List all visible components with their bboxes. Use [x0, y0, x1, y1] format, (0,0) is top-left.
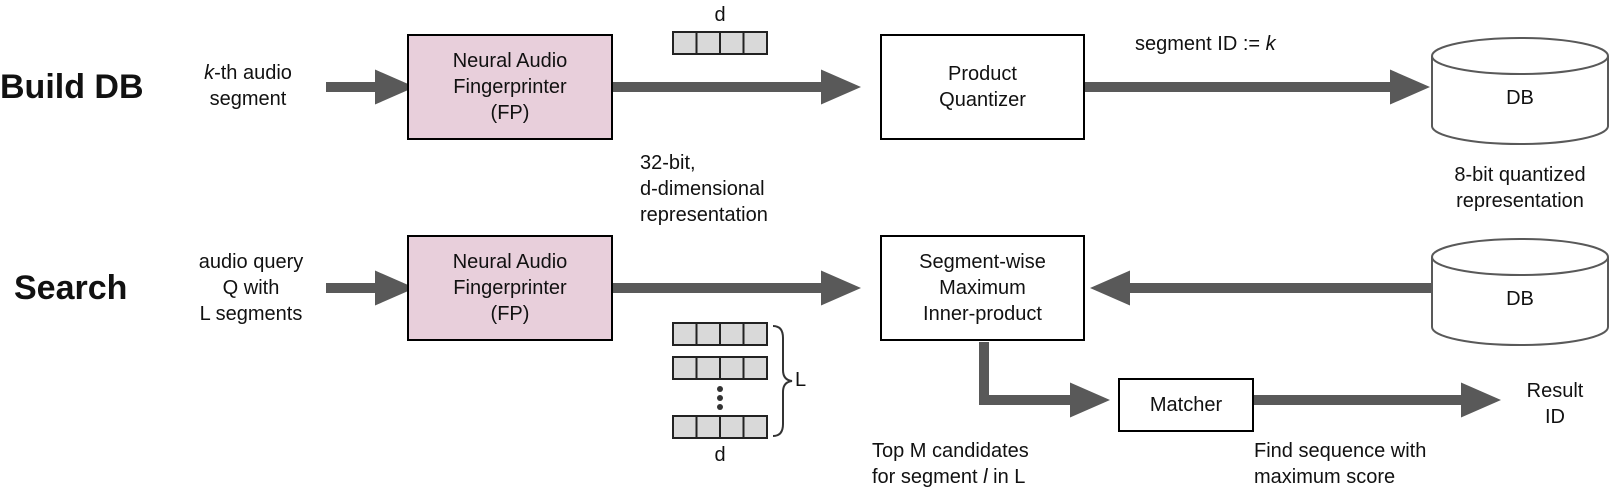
vector-build [672, 31, 768, 55]
vector-dim-label-search: d [714, 444, 726, 466]
db-note-line: 8-bit quantized [1454, 164, 1586, 186]
segment-id-label: segment ID := k [1135, 31, 1276, 57]
segment-id-text: segment ID := [1135, 33, 1266, 55]
fp-line: Neural Audio [452, 251, 568, 273]
quantizer-line: Product [948, 63, 1017, 85]
candidates-note-line2: for segment l in L [872, 464, 1029, 490]
fp-line: Fingerprinter [453, 76, 567, 98]
search-input-line: L segments [199, 303, 303, 325]
vector-stack-search [672, 322, 768, 439]
fp-line: (FP) [490, 303, 530, 325]
matcher-note-line: Find sequence with [1254, 440, 1427, 462]
result-line: Result [1526, 380, 1584, 402]
fp-output-note: 32-bit, d-dimensional representation [640, 150, 768, 228]
matcher-box: Matcher [1118, 378, 1254, 432]
l-brace [772, 325, 793, 437]
quantizer-line: Quantizer [939, 89, 1026, 111]
vector-row [672, 356, 768, 380]
candidates-pre: for segment [872, 466, 984, 488]
build-input-rest: -th audio [214, 62, 292, 84]
matcher-label: Matcher [1149, 394, 1223, 416]
db-cylinder-build [1431, 37, 1609, 145]
row-label-search: Search [14, 269, 128, 307]
candidates-note-line1: Top M candidates [872, 440, 1029, 462]
segment-id-var: k [1265, 33, 1276, 55]
vertical-ellipsis [717, 386, 723, 410]
build-input-var: k [204, 62, 215, 84]
vector-row [672, 322, 768, 346]
fp-output-note-line: representation [640, 204, 768, 226]
arrow-mips-to-matcher [979, 342, 1110, 418]
db-label-search: DB [1506, 288, 1534, 310]
search-input-line: audio query [198, 251, 304, 273]
fingerprinter-box-search: Neural Audio Fingerprinter (FP) [407, 235, 613, 341]
mips-line: Maximum [939, 277, 1026, 299]
candidates-var: l [983, 466, 988, 488]
vector-row [672, 415, 768, 439]
fp-line: (FP) [490, 102, 530, 124]
build-input-label: k-th audio segment [188, 60, 308, 112]
mips-line: Segment-wise [919, 251, 1046, 273]
fingerprinter-box-build: Neural Audio Fingerprinter (FP) [407, 34, 613, 140]
mips-line: Inner-product [923, 303, 1042, 325]
candidates-note: Top M candidates for segment l in L [872, 438, 1029, 490]
fp-output-note-line: d-dimensional [640, 178, 765, 200]
search-input-line: Q with [222, 277, 280, 299]
build-input-line2: segment [209, 88, 287, 110]
matrix-row-count-label: L [795, 369, 807, 391]
fp-output-note-line: 32-bit, [640, 152, 696, 174]
fp-line: Neural Audio [452, 50, 568, 72]
fp-line: Fingerprinter [453, 277, 567, 299]
result-id-label: Result ID [1510, 378, 1600, 430]
result-line: ID [1545, 406, 1565, 428]
db-label-build: DB [1506, 87, 1534, 109]
db-cylinder-search [1431, 238, 1609, 346]
matcher-note: Find sequence with maximum score [1254, 438, 1426, 490]
vector-dim-label-build: d [714, 4, 726, 26]
row-label-build-db: Build DB [0, 68, 144, 106]
db-note-line: representation [1456, 190, 1584, 212]
search-input-label: audio query Q with L segments [186, 249, 316, 327]
matcher-note-line: maximum score [1254, 466, 1396, 488]
mips-box: Segment-wise Maximum Inner-product [880, 235, 1085, 341]
product-quantizer-box: Product Quantizer [880, 34, 1085, 140]
candidates-post: in L [987, 466, 1026, 488]
db-note: 8-bit quantized representation [1435, 162, 1605, 214]
